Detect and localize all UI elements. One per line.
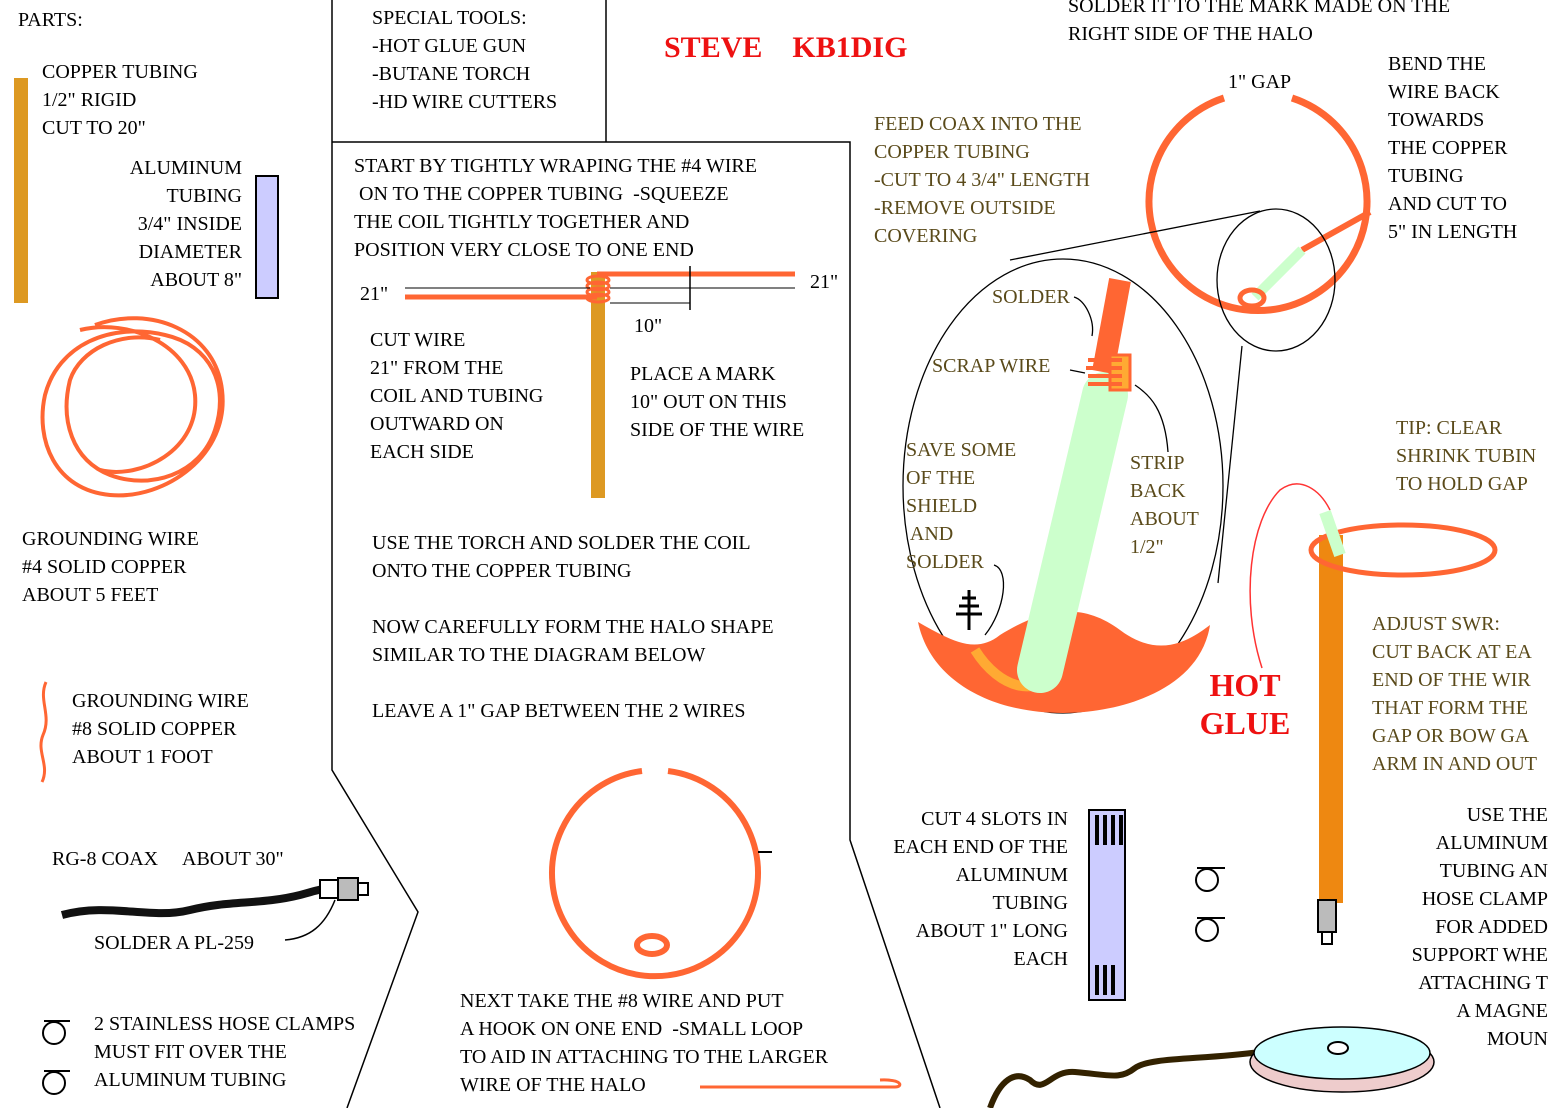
page-title: STEVE KB1DIG bbox=[664, 31, 908, 64]
coax-cable bbox=[60, 877, 369, 941]
grounding-wire-4-label: GROUNDING WIRE #4 SOLID COPPER ABOUT 5 F… bbox=[22, 528, 199, 606]
step-wrap-text: START BY TIGHTLY WRAPING THE #4 WIRE ON … bbox=[354, 155, 757, 261]
save-shield-callout: SAVE SOME OF THE SHIELD AND SOLDER bbox=[906, 439, 1017, 573]
halo-loop-diagram bbox=[549, 768, 772, 980]
adjust-swr-text: ADJUST SWR: CUT BACK AT EA END OF THE WI… bbox=[1372, 613, 1537, 775]
cut-slots-text: CUT 4 SLOTS IN EACH END OF THE ALUMINUM … bbox=[893, 808, 1068, 970]
aluminum-tubing-part bbox=[255, 175, 279, 299]
coiled-grounding-wire bbox=[40, 316, 225, 498]
feed-coax-text: FEED COAX INTO THE COPPER TUBING -CUT TO… bbox=[874, 113, 1090, 247]
solder-mark-text: SOLDER IT TO THE MARK MADE ON THE RIGHT … bbox=[1068, 0, 1451, 45]
grounding-wire-8-label: GROUNDING WIRE #8 SOLID COPPER ABOUT 1 F… bbox=[72, 690, 249, 768]
assembled-antenna bbox=[1308, 510, 1498, 945]
step-place-mark-text: PLACE A MARK 10" OUT ON THIS SIDE OF THE… bbox=[630, 363, 805, 441]
hose-clamps-label: 2 STAINLESS HOSE CLAMPS MUST FIT OVER TH… bbox=[94, 1013, 356, 1091]
bend-wire-text: BEND THE WIRE BACK TOWARDS THE COPPER TU… bbox=[1388, 53, 1518, 243]
hook-wire bbox=[700, 1078, 902, 1089]
dimension-right-label: 21" bbox=[810, 271, 839, 293]
special-tools-label: SPECIAL TOOLS: -HOT GLUE GUN -BUTANE TOR… bbox=[372, 7, 558, 113]
zoom-detail bbox=[902, 258, 1224, 714]
step-cut-wire-text: CUT WIRE 21" FROM THE COIL AND TUBING OU… bbox=[370, 329, 544, 463]
solder-pl259-label: SOLDER A PL-259 bbox=[94, 932, 255, 954]
tip-text: TIP: CLEAR SHRINK TUBIN TO HOLD GAP bbox=[1396, 417, 1537, 495]
coil-on-tubing-diagram bbox=[405, 266, 795, 498]
hot-glue-label: HOT GLUE bbox=[1199, 667, 1291, 741]
gap-label: 1" GAP bbox=[1228, 71, 1292, 93]
aluminum-tubing-label: ALUMINUM TUBING 3/4" INSIDE DIAMETER ABO… bbox=[129, 157, 242, 291]
solder-callout: SOLDER bbox=[992, 286, 1070, 308]
step-hook-text: NEXT TAKE THE #8 WIRE AND PUT A HOOK ON … bbox=[460, 990, 829, 1096]
slotted-aluminum-tube bbox=[1088, 809, 1126, 1001]
panel-dividers bbox=[331, 0, 941, 1108]
coax-label: RG-8 COAX ABOUT 30" bbox=[52, 848, 284, 870]
strip-back-callout: STRIP BACK ABOUT 1/2" bbox=[1130, 452, 1199, 558]
step-form-halo-text: NOW CAREFULLY FORM THE HALO SHAPE SIMILA… bbox=[372, 616, 774, 666]
use-aluminum-text: USE THE ALUMINUM TUBING AN HOSE CLAMP FO… bbox=[1411, 804, 1548, 1050]
top-halo-diagram bbox=[1009, 94, 1372, 584]
dimension-mark-label: 10" bbox=[634, 315, 663, 337]
hose-clamp-icons bbox=[42, 867, 1225, 1095]
short-grounding-wire bbox=[39, 681, 48, 783]
step-torch-text: USE THE TORCH AND SOLDER THE COIL ONTO T… bbox=[372, 532, 751, 582]
copper-tubing-label: COPPER TUBING 1/2" RIGID CUT TO 20" bbox=[42, 61, 198, 139]
magnetic-mount bbox=[987, 1026, 1435, 1108]
scrap-wire-callout: SCRAP WIRE bbox=[932, 355, 1051, 377]
copper-tubing-part bbox=[14, 78, 28, 303]
dimension-left-label: 21" bbox=[360, 283, 389, 305]
hot-glue-arrow bbox=[1249, 483, 1331, 669]
step-gap-text: LEAVE A 1" GAP BETWEEN THE 2 WIRES bbox=[372, 700, 746, 722]
parts-heading: PARTS: bbox=[18, 9, 83, 31]
